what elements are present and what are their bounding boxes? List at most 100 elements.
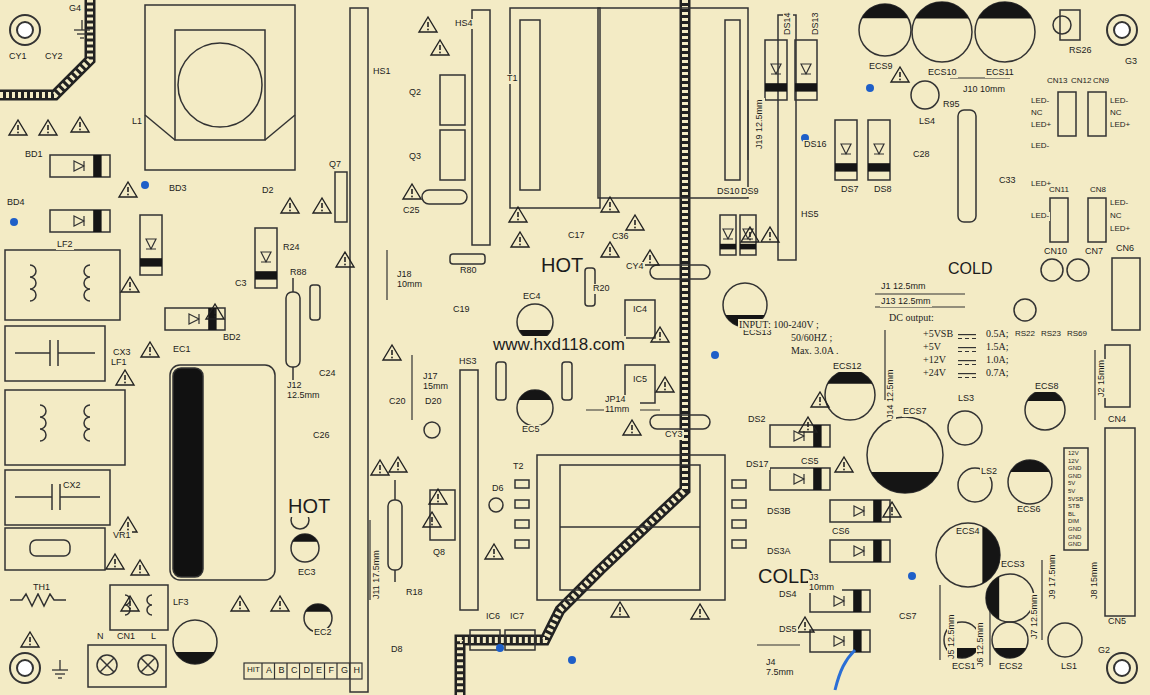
- silkscreen-label: DS8: [873, 185, 893, 195]
- connector-outline: [1050, 198, 1068, 242]
- warning-symbol: [664, 389, 666, 391]
- warning-symbol: [485, 544, 503, 559]
- filter-outline: [30, 540, 70, 556]
- silkscreen-label: DS17: [745, 460, 770, 470]
- warning-symbol: [601, 242, 619, 257]
- warning-symbol: [431, 40, 449, 55]
- capacitor-outline: [936, 523, 1000, 587]
- silkscreen-label: LS2: [980, 467, 998, 477]
- silkscreen-label: DS3A: [766, 547, 792, 557]
- silkscreen-label: STB: [1067, 503, 1081, 510]
- diode-symbol: [50, 210, 110, 232]
- silkscreen-label: C20: [388, 397, 407, 407]
- warning-symbol: [321, 210, 323, 212]
- silkscreen-label: BD4: [6, 198, 26, 208]
- silkscreen-label: CX3: [112, 348, 132, 358]
- warning-symbol: [131, 560, 149, 575]
- resistor-symbol: [292, 367, 294, 380]
- warning-symbol: [601, 197, 619, 212]
- warning-symbol: [493, 549, 495, 554]
- ground-symbol: [52, 20, 90, 678]
- warning-symbol: [344, 264, 346, 266]
- warning-symbol: [509, 207, 527, 222]
- transformer-outline: [510, 8, 600, 208]
- warning-symbol: [271, 596, 289, 611]
- silkscreen-label: J8 15mm: [1090, 561, 1100, 600]
- dc-symbol: [972, 351, 976, 352]
- diode-symbol: [795, 83, 817, 91]
- diode-symbol: [770, 468, 830, 490]
- diode-symbol: [770, 425, 830, 447]
- filter-outline: [51, 484, 53, 510]
- inductor-outline: [145, 115, 175, 140]
- warning-symbol: [517, 212, 519, 217]
- warning-symbol: [843, 462, 845, 467]
- warning-symbol: [749, 232, 751, 237]
- silkscreen-label: J10 10mm: [962, 85, 1006, 95]
- warning-symbol: [631, 432, 633, 434]
- warning-symbol: [119, 182, 137, 197]
- warning-symbol: [29, 637, 31, 642]
- diode-symbol: [853, 630, 861, 652]
- silkscreen-label: R95: [942, 100, 961, 110]
- silkscreen-label: CS7: [898, 612, 918, 622]
- warning-symbol: [509, 207, 527, 222]
- warning-symbol: [397, 469, 399, 471]
- diode-symbol: [813, 468, 821, 490]
- dc-symbol: [958, 334, 976, 335]
- warning-symbol: [619, 607, 621, 612]
- coil-outline: [948, 411, 982, 445]
- isolation-barrier: [0, 0, 90, 95]
- silkscreen-label: NC: [1030, 109, 1044, 118]
- capacitor-outline: [517, 390, 553, 426]
- transistor-outline: [505, 630, 535, 650]
- diode-symbol: [795, 40, 817, 100]
- silkscreen-label: C24: [318, 369, 337, 379]
- silkscreen-label: J7 12.5mm: [1030, 593, 1040, 640]
- silkscreen-label: R88: [289, 268, 308, 278]
- silkscreen-label: G3: [1124, 57, 1138, 67]
- warning-symbol: [121, 596, 139, 611]
- warning-symbol: [119, 517, 137, 532]
- warning-symbol: [403, 184, 421, 199]
- mains-terminal: [100, 658, 114, 672]
- warning-symbol: [431, 40, 449, 55]
- silkscreen-label: DS16: [803, 140, 828, 150]
- capacitor-outline: [1008, 460, 1052, 504]
- transistor-outline: [440, 75, 465, 125]
- silkscreen-label: 5V: [1067, 488, 1076, 495]
- warning-symbol: [9, 120, 27, 135]
- mounting-hole: [17, 22, 33, 38]
- silkscreen-label: J6 12.5mm: [976, 621, 986, 668]
- diode-symbol: [868, 120, 890, 180]
- silkscreen-label: BD1: [24, 150, 44, 160]
- warning-symbol: [129, 608, 131, 610]
- warning-symbol: [336, 252, 354, 267]
- silkscreen-label: CN5: [1107, 617, 1127, 627]
- capacitor-outline: [1010, 460, 1049, 472]
- warning-symbol: [239, 608, 241, 610]
- warning-symbol: [121, 277, 139, 292]
- transformer-outline: [520, 20, 540, 190]
- wire-trace: [835, 650, 855, 690]
- bulk-capacitor: [170, 365, 275, 580]
- dc-symbol: [972, 364, 976, 365]
- silkscreen-label: LED-: [1030, 142, 1050, 151]
- silkscreen-label: J3 10mm: [808, 573, 842, 593]
- capacitor-outline: [994, 648, 1026, 658]
- warning-symbol: [634, 220, 636, 225]
- coil-outline: [911, 81, 939, 109]
- diode-symbol: [873, 500, 881, 522]
- silkscreen-label: COLD: [947, 260, 993, 278]
- warning-symbol: [214, 309, 216, 314]
- warning-symbol: [891, 514, 893, 516]
- capacitor-outline: [912, 2, 972, 62]
- filter-outline: [15, 352, 50, 354]
- capacitor-outline: [975, 2, 1035, 62]
- diode-symbol: [841, 144, 851, 154]
- diode-symbol: [835, 163, 857, 171]
- dc-symbol: [958, 351, 962, 352]
- capacitor-outline: [519, 390, 551, 400]
